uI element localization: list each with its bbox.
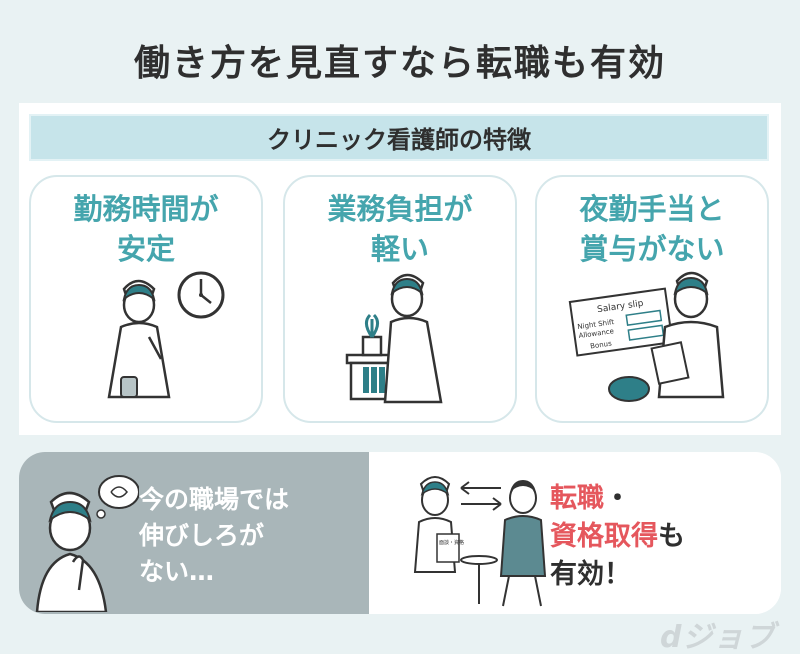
solution-text: 転職・ 資格取得も 有効！ [550, 480, 750, 594]
coin-purse-icon [608, 376, 650, 402]
salary-slip-icon: Salary slip Night Shift Allowance Bonus [568, 287, 674, 357]
feature-card-no-allowance: 夜勤手当と 賞与がない Salary slip Night Shift Allo… [535, 175, 769, 423]
nurse-clock-illustration [107, 271, 225, 399]
solution-banner: 今の職場では 伸びしろが ない… 面談・資格 [19, 452, 781, 614]
card-title-light-workload: 業務負担が 軽い [327, 192, 473, 266]
exchange-arrows-icon [460, 481, 502, 511]
interview-illustration: 面談・資格 [413, 476, 547, 607]
solution-job-change: 転職 [550, 483, 604, 514]
solution-section: 面談・資格 [369, 452, 781, 614]
table-icon [460, 555, 498, 604]
document-label: 面談・資格 [439, 539, 464, 546]
brand-logo-text: dジョブ [660, 620, 776, 654]
features-panel: クリニック看護師の特徴 勤務時間が 安定 業務負担が 軽い [19, 103, 781, 435]
nurse-figure [107, 279, 171, 399]
salary-slip-row3: Bonus [590, 340, 613, 351]
nurse-figure [650, 271, 725, 399]
solution-certification: 資格取得 [550, 521, 658, 552]
solution-dot: ・ [604, 483, 631, 514]
worry-section: 今の職場では 伸びしろが ない… [19, 452, 369, 614]
solution-mo: も [658, 521, 685, 552]
thought-bubble-icon [96, 475, 139, 519]
page-title: 働き方を見直すなら転職も有効 [133, 43, 666, 84]
nurse-salary-illustration: Salary slip Night Shift Allowance Bonus [568, 271, 725, 402]
worry-text: 今の職場では 伸びしろが ない… [139, 485, 290, 586]
solution-effective: 有効！ [550, 559, 631, 590]
brand-logo: dジョブ [660, 612, 790, 654]
clock-icon [177, 271, 225, 319]
man-seated-figure [499, 480, 547, 607]
feature-card-stable-hours: 勤務時間が 安定 [29, 175, 263, 423]
nurse-cart-illustration [345, 273, 443, 404]
feature-card-light-workload: 業務負担が 軽い [283, 175, 517, 423]
card-title-stable-hours: 勤務時間が 安定 [73, 192, 219, 266]
nurse-seated-figure: 面談・資格 [413, 476, 464, 573]
nurse-figure [383, 273, 443, 404]
card-title-no-allowance: 夜勤手当と 賞与がない [579, 192, 725, 266]
plant-icon [361, 313, 383, 357]
panel-header: クリニック看護師の特徴 [29, 114, 769, 161]
worried-nurse-illustration [35, 475, 139, 612]
